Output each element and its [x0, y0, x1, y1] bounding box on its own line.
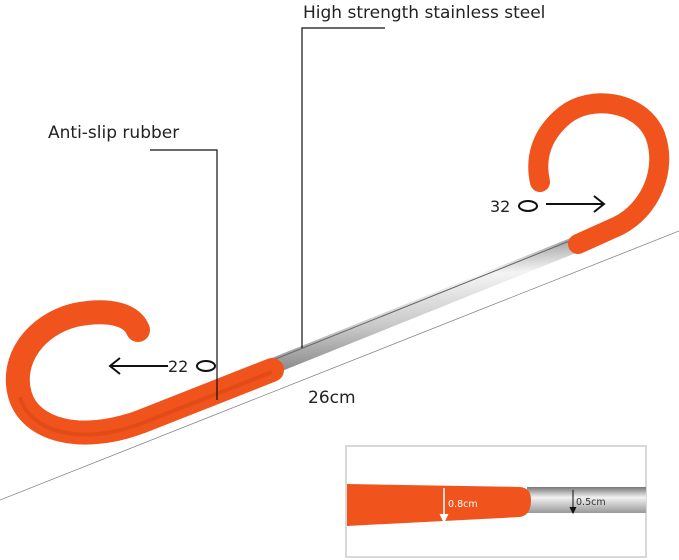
- right-hook-diameter: 32: [490, 197, 510, 216]
- inset-steel-rod: [527, 487, 646, 513]
- steel-label: High strength stainless steel: [303, 3, 545, 23]
- length-label: 26cm: [308, 388, 356, 408]
- down-arrowhead-icon: [569, 506, 577, 515]
- rod-thickness-label: 0.5cm: [576, 497, 606, 508]
- rubber-leader-line: [150, 149, 218, 400]
- rubber-thickness-label: 0.8cm: [448, 499, 478, 510]
- left-hook-shadow: [18, 370, 273, 437]
- inset-rubber-grip: [347, 484, 531, 526]
- steel-leader-line: [301, 27, 385, 348]
- length-dimension-line: [0, 230, 679, 501]
- rubber-label: Anti-slip rubber: [48, 123, 179, 143]
- thickness-detail-inset: 0.8cm 0.5cm: [345, 445, 647, 558]
- down-arrowhead-icon: [439, 513, 449, 524]
- diameter-symbol-icon: [518, 200, 538, 212]
- right-hook-rubber: [528, 93, 670, 254]
- left-hook-rubber: [5, 300, 284, 445]
- left-arrowhead-icon: [108, 357, 121, 375]
- steel-rod: [265, 234, 585, 376]
- diameter-symbol-icon: [196, 360, 216, 372]
- left-hook-diameter: 22: [168, 357, 188, 376]
- right-arrowhead-icon: [593, 195, 606, 213]
- rod-edge: [267, 235, 583, 363]
